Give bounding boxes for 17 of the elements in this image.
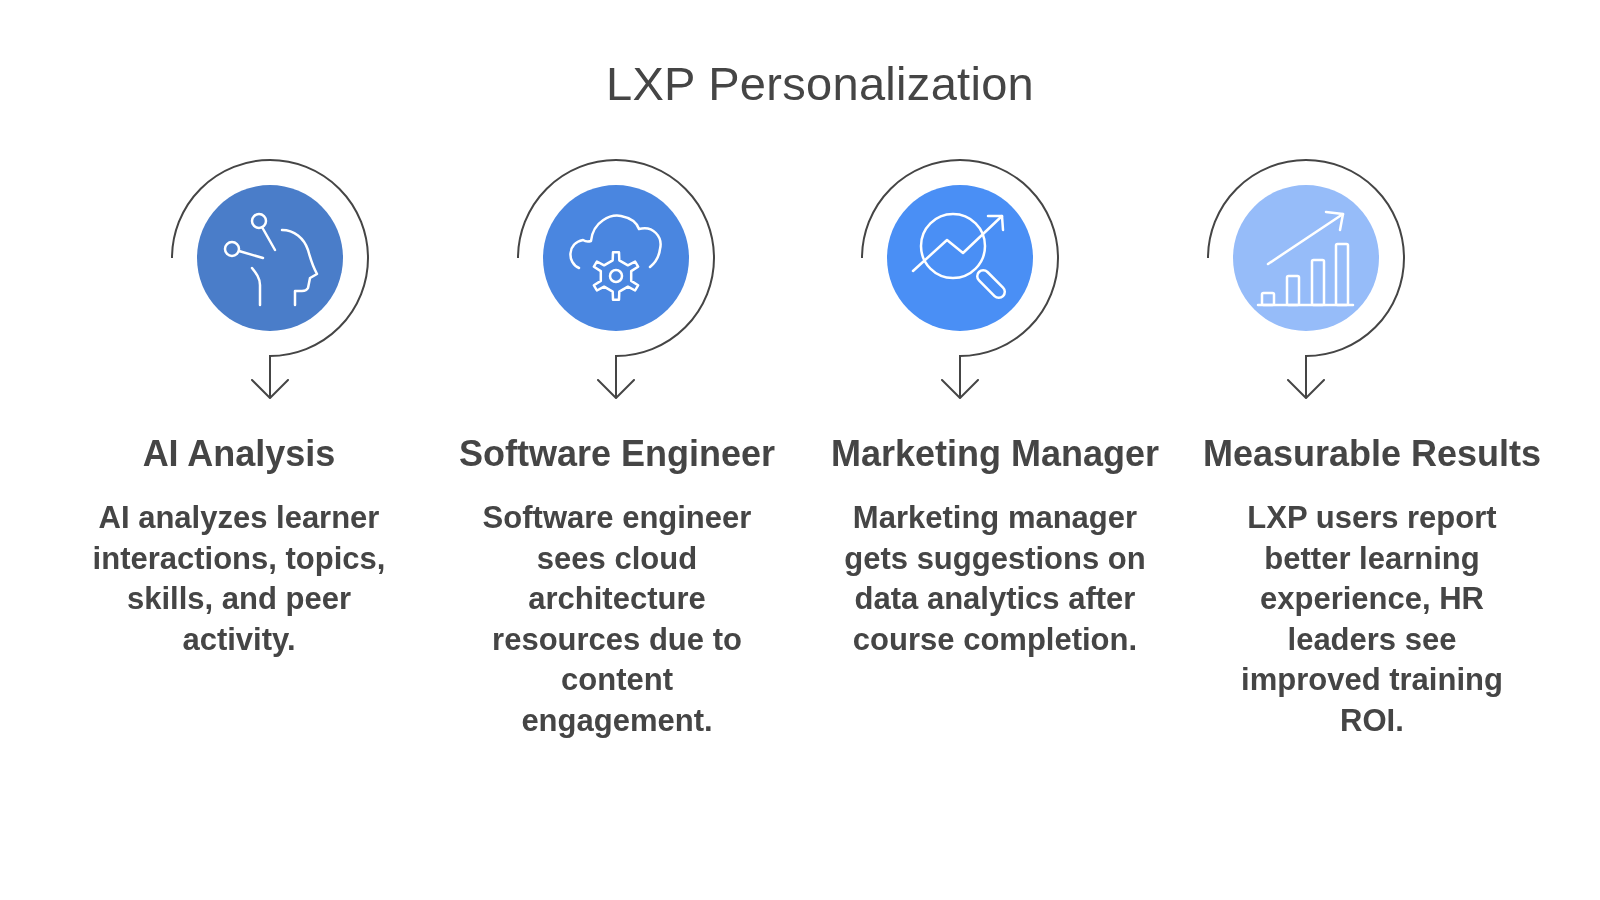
- bar-chart-icon: [1233, 185, 1379, 331]
- cloud-gear-icon: [543, 185, 689, 331]
- step-description: LXP users report better learning experience, HR leaders see improved training ROI.: [1240, 499, 1504, 740]
- arrow: [517, 159, 715, 399]
- step-heading: AI Analysis: [142, 432, 336, 475]
- magnifier-chart-icon: [887, 185, 1033, 331]
- step-heading: Marketing Manager: [830, 432, 1160, 475]
- arrow: [1207, 159, 1405, 399]
- head-icon: [197, 185, 343, 331]
- title: LXP Personalization: [605, 56, 1035, 112]
- step-description: Marketing manager gets suggestions on data analytics after course completion.: [843, 499, 1147, 659]
- step-description: AI analyzes learner interactions, topics, skills, and peer activity.: [91, 499, 387, 659]
- step-heading: Measurable Results: [1202, 432, 1542, 475]
- step-heading: Software Engineer: [458, 432, 776, 475]
- arrow: [861, 159, 1059, 399]
- step-description: Software engineer sees cloud architecture resources due to content engagement.: [481, 499, 753, 740]
- arrow: [171, 159, 369, 399]
